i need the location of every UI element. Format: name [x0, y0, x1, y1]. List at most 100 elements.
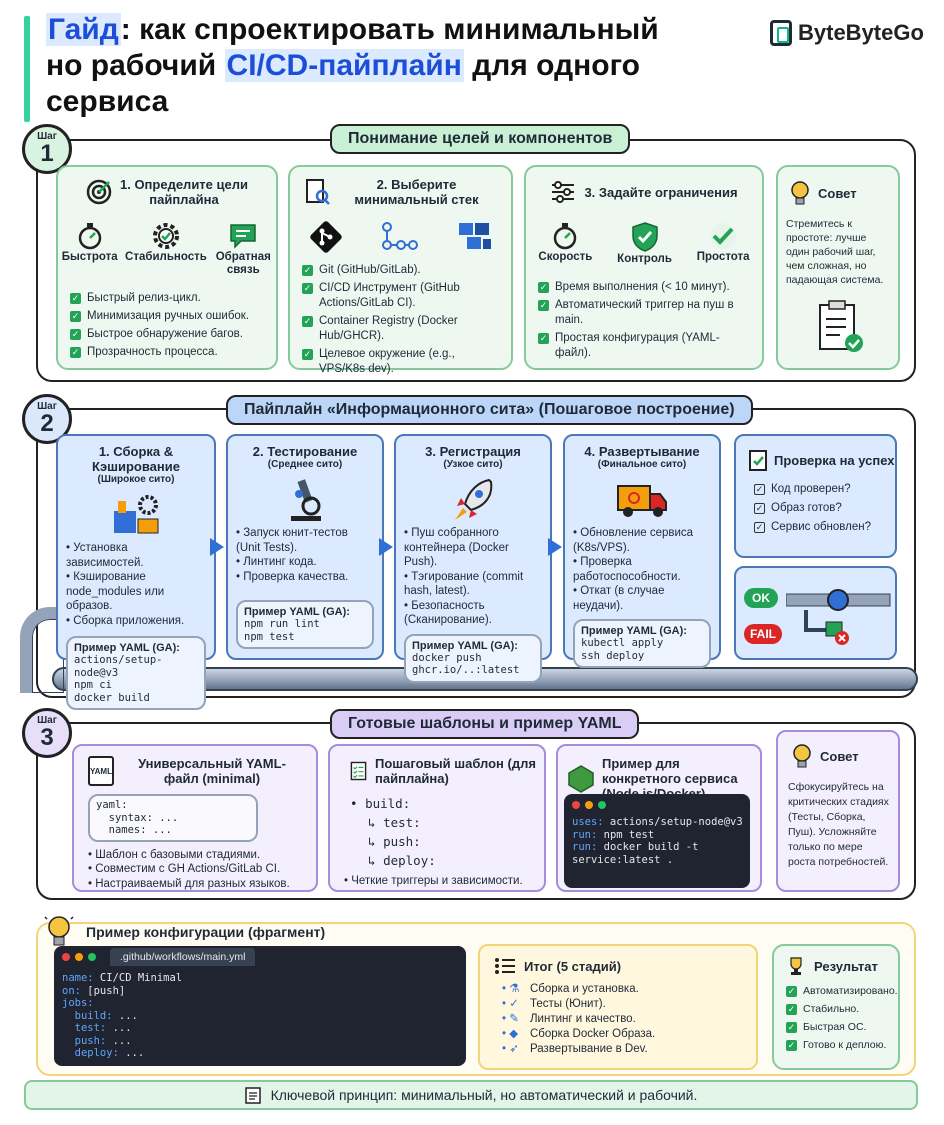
rocket-icon [396, 474, 550, 526]
summary-item: • ➶Развертывание в Dev. [502, 1043, 648, 1055]
checkmark-icon [710, 223, 737, 249]
trophy-icon [790, 957, 802, 975]
file-tab[interactable]: .github/workflows/main.yml [110, 948, 256, 966]
stability-goal: Стабильность [125, 221, 207, 277]
code-line: jobs: [62, 997, 94, 1009]
config-terminal: .github/workflows/main.yml name: CI/CD M… [54, 946, 466, 1066]
memo-icon: • ✎ [502, 1013, 519, 1025]
stage-item: • Пуш собранного контейнера (Docker Push… [404, 527, 509, 568]
stage-item: • Кэширование node_modules или образов. [66, 571, 165, 612]
stage-item: • Обновление сервиса (K8s/VPS). [573, 527, 694, 554]
git-icon [310, 221, 342, 253]
yaml-example-box: Пример YAML (GA): kubectl apply ssh depl… [573, 619, 711, 668]
title-accent-bar [24, 16, 30, 122]
code-line: service:latest . [572, 853, 674, 866]
window-controls [54, 946, 104, 968]
goal-item: ✓Быстрый релиз-цикл. [70, 292, 201, 304]
title-highlight-cicd: CI/CD-пайплайн [224, 49, 464, 82]
ok-badge: OK [744, 588, 778, 608]
lightbulb-icon [44, 916, 74, 946]
whale-icon: • ◆ [502, 1028, 519, 1040]
result-item: ✓Стабильно. [786, 1003, 860, 1015]
sliders-icon [552, 181, 575, 203]
check-item: ✓Образ готов? [754, 502, 842, 514]
microscope-icon [228, 474, 382, 526]
title-text: Гайд: как спроектировать минимальный но … [46, 13, 659, 118]
yaml-example-box: Пример YAML (GA): docker push ghcr.io/..… [404, 633, 542, 683]
stack-item: ✓CI/CD Инструмент (GitHub Actions/GitLab… [302, 282, 460, 309]
lightbulb-icon [793, 744, 811, 768]
code-line: push: ... [62, 1034, 132, 1047]
target-icon [86, 179, 112, 205]
stopwatch-icon [554, 223, 577, 250]
ok-fail-card: OK FAIL [734, 566, 897, 660]
tip3-card: Совет Сфокусируйтесь на критических стад… [776, 730, 900, 892]
document-search-icon [305, 179, 330, 205]
speed-constraint: Скорость [538, 221, 592, 266]
gear-check-icon [152, 223, 179, 249]
constraint-item: ✓Простая конфигурация (YAML-файл). [538, 332, 720, 359]
check-item: ✓Код проверен? [754, 483, 851, 495]
goal-item: ✓Прозрачность процесса. [70, 346, 218, 358]
lightbulb-icon [791, 181, 809, 205]
result-item: ✓Быстрая ОС. [786, 1021, 867, 1033]
goal-item: ✓Минимизация ручных ошибок. [70, 310, 250, 322]
stage-card-test: 2. Тестирование (Среднее сито) • Запуск … [226, 434, 384, 660]
summary-item: • ◆Сборка Docker Образа. [502, 1028, 656, 1040]
feedback-goal: Обратная связь [214, 221, 272, 277]
simplicity-constraint: Простота [697, 221, 750, 266]
check-icon: • ✓ [502, 998, 519, 1010]
window-controls [564, 794, 750, 816]
control-constraint: Контроль [617, 221, 672, 266]
code-line: on: [push] [62, 984, 126, 997]
config-title: Пример конфигурации (фрагмент) [86, 924, 326, 940]
code-line: run: docker build -t [572, 841, 699, 853]
stack-item: ✓Container Registry (Docker Hub/GHCR). [302, 315, 458, 342]
rocket-icon: • ➶ [502, 1043, 519, 1055]
success-check-card: Проверка на успех ✓Код проверен? ✓Образ … [734, 434, 897, 558]
tip1-text: Стремитесь к простоте: лучше один рабочи… [786, 218, 884, 286]
summary-card: Итог (5 стадий) • ⚗Сборка и установка.• … [478, 944, 758, 1070]
speed-goal: Быстрота [62, 221, 118, 277]
template-item: • Совместим с GH Actions/GitLab CI. [88, 863, 281, 875]
checklist-icon [350, 761, 367, 781]
list-icon [495, 958, 515, 974]
stage-item: • Установка зависимостей. [66, 542, 144, 569]
stage-item: • Проверка работоспособности. [573, 556, 681, 583]
fail-badge: FAIL [744, 624, 782, 644]
footer-text: Ключевой принцип: минимальный, но автома… [270, 1087, 698, 1103]
chat-icon [230, 224, 257, 249]
result-item: ✓Готово к деплою. [786, 1039, 887, 1051]
step2-pill: Пайплайн «Информационного сита» (Пошагов… [226, 395, 753, 425]
tip1-card: Совет Стремитесь к простоте: лучше один … [776, 165, 900, 370]
code-line: build: ... [62, 1009, 138, 1022]
clipboard-check-icon [819, 300, 863, 352]
step-template-card: Пошаговый шаблон (для пайплайна) • build… [328, 744, 546, 892]
constraints-card: 3. Задайте ограничения Скорость Контроль… [524, 165, 764, 370]
template-item: • Настраиваемый для разных языков. [88, 877, 290, 890]
summary-item: • ✓Тесты (Юнит). [502, 998, 606, 1010]
universal-yaml-card: YAML Универсальный YAML-файл (minimal) y… [72, 744, 318, 892]
stage-item: • Запуск юнит-тестов (Unit Tests). [236, 527, 348, 554]
stage-item: • Проверка качества. [236, 570, 349, 583]
page-title: Гайд: как спроектировать минимальный но … [24, 12, 754, 122]
footer-banner: Ключевой принцип: минимальный, но автома… [24, 1080, 918, 1110]
code-line: name: CI/CD Minimal [62, 972, 183, 984]
summary-item: • ✎Линтинг и качество. [502, 1013, 636, 1025]
service-example-card: Пример для конкретного сервиса (Node.js/… [556, 744, 762, 892]
yaml-example-box: Пример YAML (GA): npm run lint npm test [236, 600, 374, 649]
tip1-title: Совет [818, 185, 857, 201]
constraint-item: ✓Автоматический триггер на пуш в main. [538, 299, 734, 326]
stack-title: 2. Выберите минимальный стек [354, 177, 479, 207]
code-line: test: ... [62, 1022, 132, 1034]
stage-item: • Откат (в случае неудачи). [573, 585, 665, 612]
bytebytego-logo-icon [770, 20, 792, 46]
stack-card: 2. Выберите минимальный стек ✓Git (GitHu… [288, 165, 513, 375]
flask-icon: • ⚗ [502, 983, 520, 995]
constraint-item: ✓Время выполнения (< 10 минут). [538, 281, 730, 293]
delivery-truck-icon [565, 474, 719, 526]
pipeline-flow-icon [382, 222, 419, 250]
